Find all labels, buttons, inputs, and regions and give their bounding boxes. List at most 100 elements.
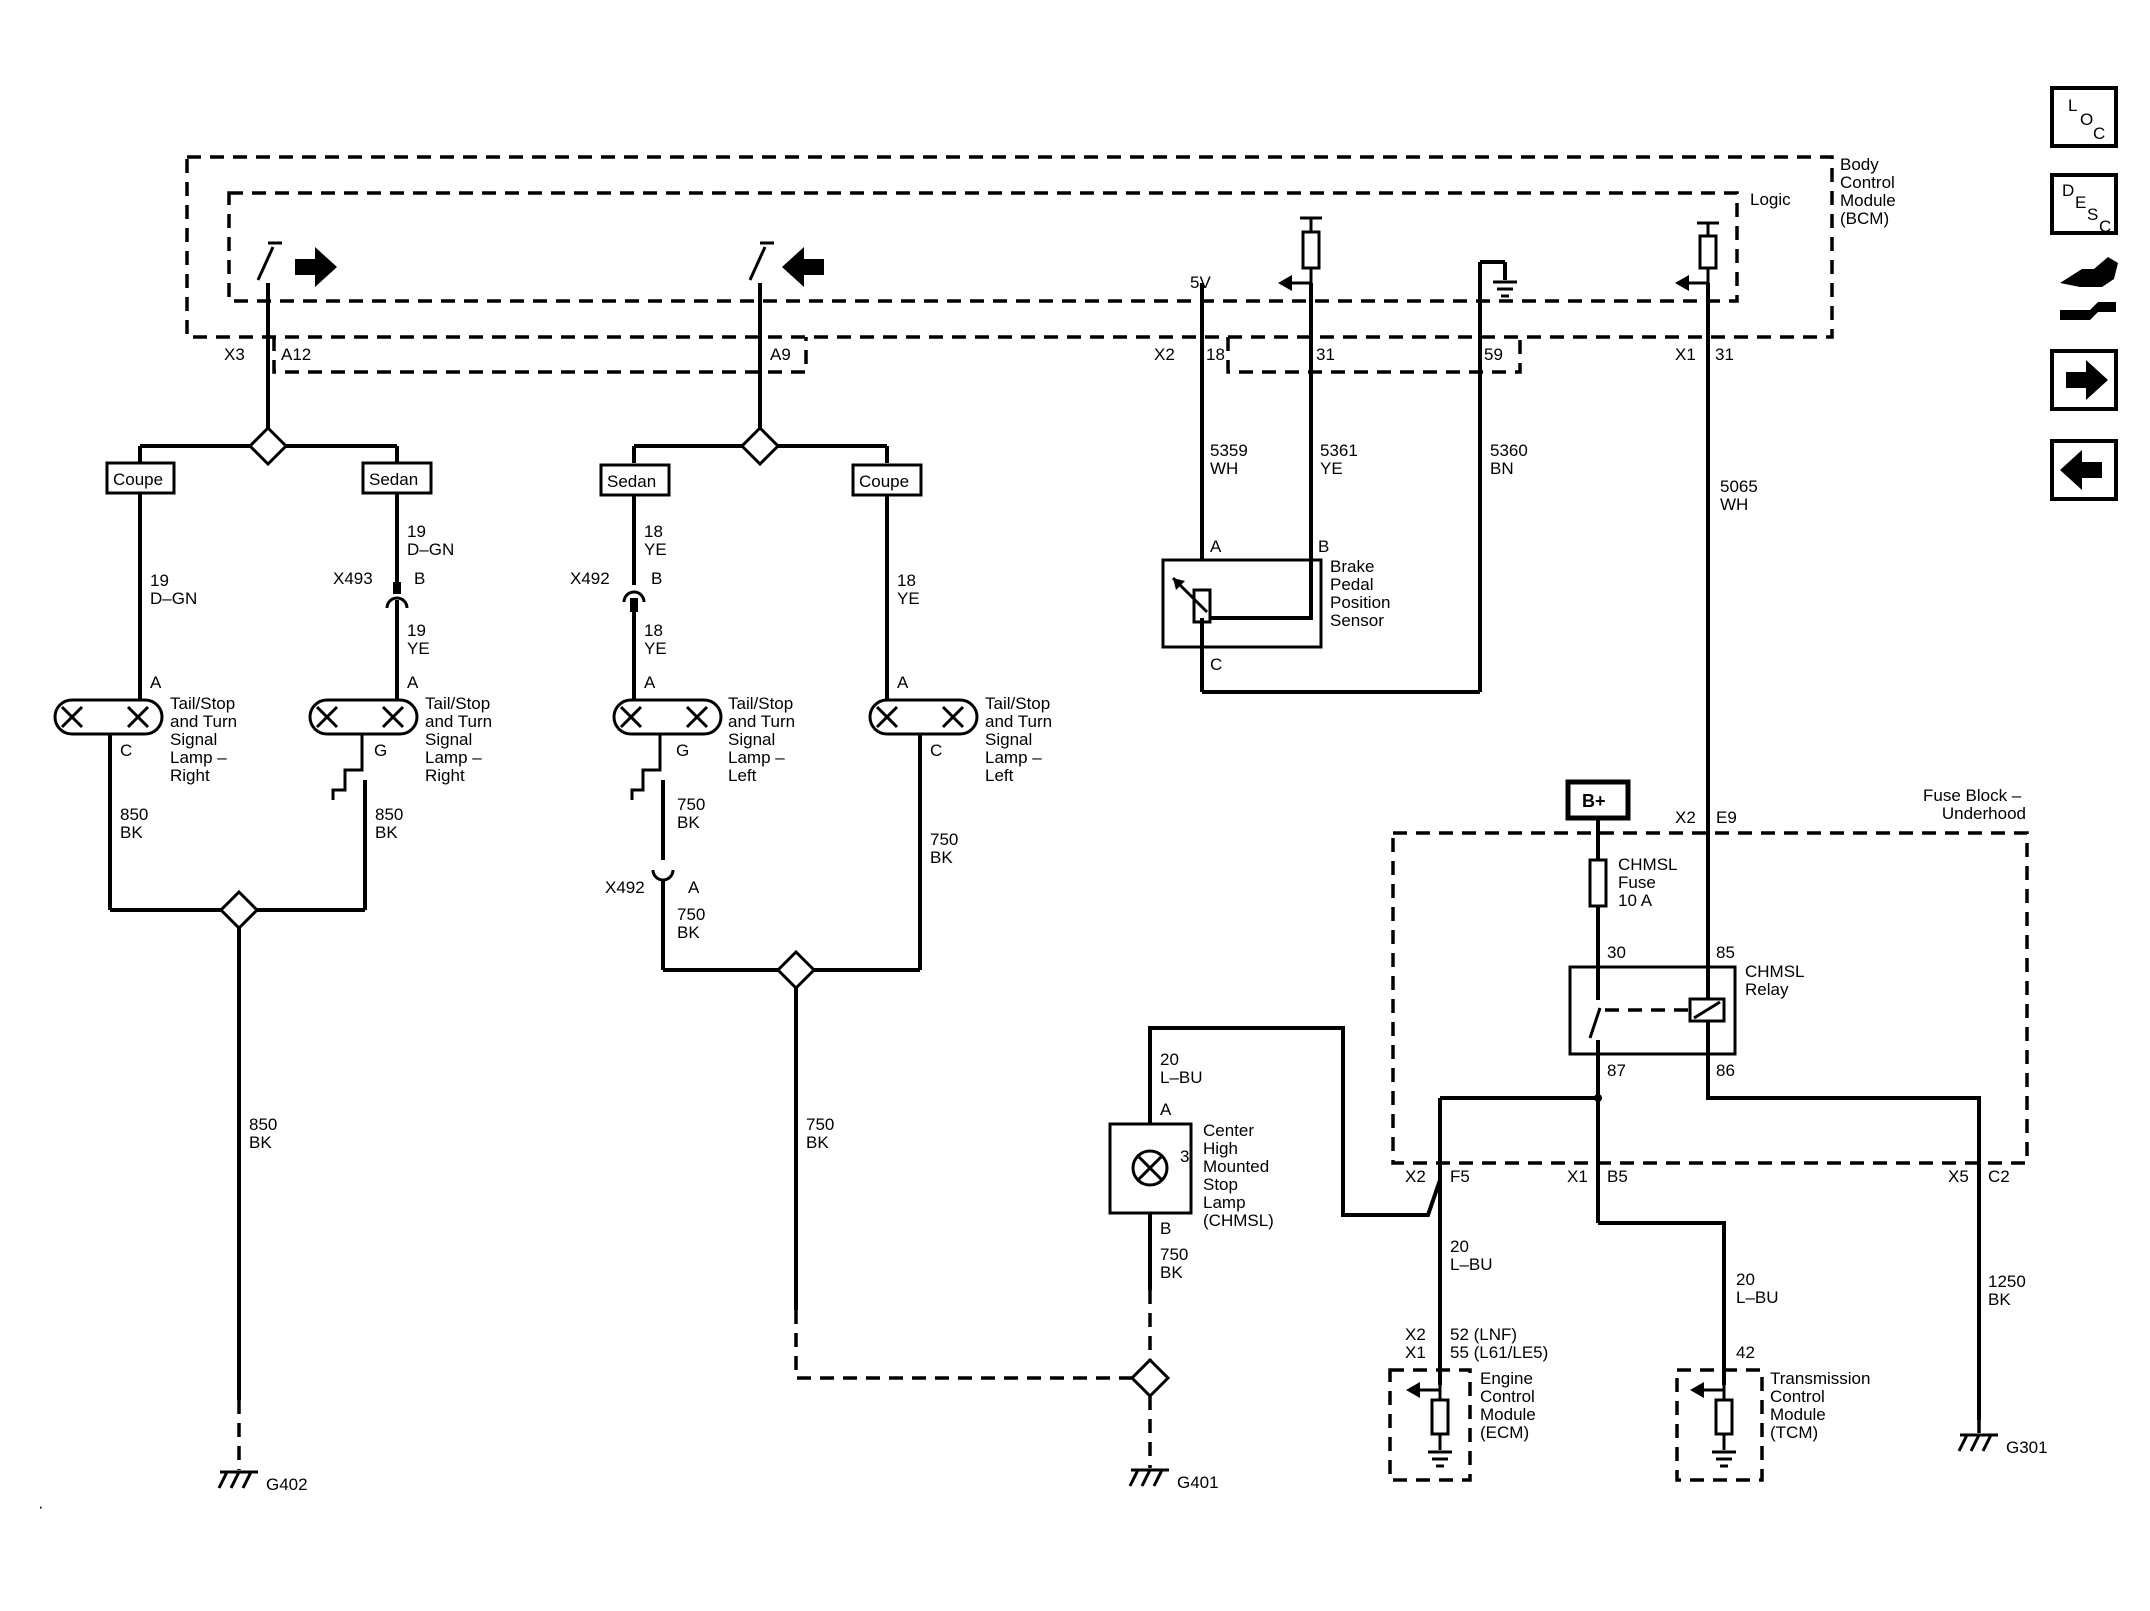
chmsl-name: Center High Mounted Stop Lamp (CHMSL) — [1203, 1121, 1274, 1230]
relay-pin-87: 87 — [1607, 1061, 1626, 1080]
tcm-name: Transmission Control Module (TCM) — [1770, 1369, 1875, 1442]
left-lamps-circuit: Sedan Coupe 18 YE X492 B 18 YE 18 YE A G — [570, 283, 1135, 1380]
wire-750-bk-d: 750 BK — [806, 1115, 839, 1152]
tcm-module-border — [1675, 1368, 1764, 1482]
arrow-left-icon — [782, 247, 824, 287]
relay-pin-85: 85 — [1716, 943, 1735, 962]
bcm-logic-border — [227, 191, 1739, 303]
sedan-option-label: Sedan — [369, 470, 418, 489]
pullup-resistor-x1-31 — [1675, 221, 1719, 291]
wire-850-bk-main: 850 BK — [249, 1115, 282, 1152]
relay-pin-86: 86 — [1716, 1061, 1735, 1080]
pin-59: 59 — [1484, 345, 1503, 364]
chmsl-pin-a: A — [1160, 1100, 1172, 1119]
relay-pin-30: 30 — [1607, 943, 1626, 962]
coupe-lamp-pin-a: A — [150, 673, 162, 692]
chmsl-pin-3: 3 — [1180, 1147, 1189, 1166]
arrow-left-icon — [2060, 450, 2102, 490]
ground-icon — [1428, 1450, 1452, 1468]
next-page-button[interactable] — [2050, 349, 2118, 411]
tail-lamp-left-sedan — [612, 698, 723, 736]
splice-diamond — [247, 425, 289, 467]
pin-a12: A12 — [281, 345, 311, 364]
bcm-ground-59 — [1480, 260, 1517, 298]
sedan-option-box — [599, 463, 671, 497]
battery-positive-box — [1565, 779, 1631, 821]
lamp-right-name-1: Tail/Stop and Turn Signal Lamp – Right — [170, 694, 242, 785]
wire-19-dgn-sedan: 19 D–GN — [407, 522, 454, 559]
coupe-lamp-pin-c: C — [930, 741, 942, 760]
fuse-block-circuit: 5065 WH Fuse Block – Underhood X2 E9 B+ … — [1391, 283, 2029, 1420]
pin-e9: E9 — [1716, 808, 1737, 827]
wire-18-ye-sedan-top: 18 YE — [644, 522, 668, 559]
connector-tool-button[interactable] — [2060, 257, 2118, 320]
wire-19-ye-sedan: 19 YE — [407, 621, 431, 658]
pin-b5: B5 — [1607, 1167, 1628, 1186]
wire-750-bk-b: 750 BK — [677, 905, 710, 942]
bcm-outer-border — [185, 155, 1834, 339]
sedan-option-label: Sedan — [607, 472, 656, 491]
tcm-circuit: 20 L–BU 42 Transmission Control Module (… — [1598, 1221, 1875, 1482]
wire-750-bk-a: 750 BK — [677, 795, 710, 832]
bcm-5v-label: 5V — [1190, 273, 1211, 292]
ecm-circuit: 20 L–BU X2 X1 52 (LNF) 55 (L61/LE5) Engi… — [1388, 1180, 1548, 1482]
wire-19-dgn-coupe: 19 D–GN — [150, 571, 197, 608]
sedan-option-box — [361, 461, 433, 495]
wire-20-lbu-ecm: 20 L–BU — [1450, 1237, 1493, 1274]
lamp-right-name-2: Tail/Stop and Turn Signal Lamp – Right — [425, 694, 497, 785]
conn-x492: X492 — [570, 569, 610, 588]
chmsl-fuse-label: CHMSL Fuse 10 A — [1618, 855, 1682, 910]
g301-circuit: 1250 BK G301 — [1957, 1272, 2048, 1457]
desc-icon: D E S C — [2062, 181, 2111, 236]
input-arrow-icon — [1278, 275, 1292, 291]
conn-x2-f5: X2 — [1405, 1167, 1426, 1186]
nav-buttons: L O C D E S C — [2050, 86, 2118, 501]
coupe-lamp-pin-c: C — [120, 741, 132, 760]
chmsl-lamp-circuit: 20 L–BU A 3 B Center High Mounted Stop L… — [1108, 1026, 1442, 1492]
brake-sensor-pin-b: B — [1318, 537, 1329, 556]
wire-5359-wh: 5359 WH — [1210, 441, 1253, 478]
sedan-lamp-pin-g: G — [676, 741, 689, 760]
input-arrow-icon — [1675, 275, 1689, 291]
right-lamps-circuit: Coupe Sedan 19 D–GN 19 D–GN X493 B 19 YE… — [53, 283, 497, 1494]
ground-g401: G401 — [1177, 1473, 1219, 1492]
conn-x2: X2 — [1154, 345, 1175, 364]
chassis-ground-icon — [217, 1470, 258, 1489]
bcm-logic-label: Logic — [1750, 190, 1791, 209]
splice-diamond — [1129, 1357, 1171, 1399]
ecm-connectors: X2 X1 — [1405, 1325, 1431, 1362]
x493-pin-b: B — [414, 569, 425, 588]
pullup-resistor-31 — [1278, 216, 1322, 291]
x492-connector-male — [630, 598, 638, 612]
corner-mark: · — [38, 1497, 44, 1516]
ecm-pins: 52 (LNF) 55 (L61/LE5) — [1450, 1325, 1548, 1362]
wire-18-ye-coupe: 18 YE — [897, 571, 921, 608]
conn-x3: X3 — [224, 345, 245, 364]
x493-connector-female — [385, 596, 409, 609]
wire-750-bk-c: 750 BK — [930, 830, 963, 867]
splice-diamond — [218, 889, 260, 931]
sedan-lamp-pin-g: G — [374, 741, 387, 760]
bcm-title: Body Control Module (BCM) — [1840, 155, 1901, 228]
desc-button[interactable]: D E S C — [2050, 173, 2118, 236]
wire-1250-bk: 1250 BK — [1988, 1272, 2031, 1309]
wire-750-bk-chmsl: 750 BK — [1160, 1245, 1193, 1282]
ground-g301: G301 — [2006, 1438, 2048, 1457]
tail-lamp-left-coupe — [868, 698, 979, 736]
wire-5361-ye: 5361 YE — [1320, 441, 1363, 478]
left-turn-switch — [748, 241, 824, 287]
connector-tool-icon — [2060, 257, 2118, 320]
chmsl-pin-b: B — [1160, 1219, 1171, 1238]
splice-diamond — [739, 425, 781, 467]
right-turn-switch — [256, 241, 337, 287]
pin-18: 18 — [1206, 345, 1225, 364]
wire-20-lbu-chmsl: 20 L–BU — [1160, 1050, 1203, 1087]
wire-850-bk-r: 850 BK — [375, 805, 408, 842]
loc-button[interactable]: L O C — [2050, 86, 2118, 148]
ecm-module-border — [1388, 1368, 1472, 1482]
chassis-ground-icon — [1957, 1433, 1998, 1452]
sedan-lamp-pin-a: A — [407, 673, 419, 692]
prev-page-button[interactable] — [2050, 439, 2118, 501]
lamp-left-name-2: Tail/Stop and Turn Signal Lamp – Left — [985, 694, 1057, 785]
conn-x1-b5: X1 — [1567, 1167, 1588, 1186]
